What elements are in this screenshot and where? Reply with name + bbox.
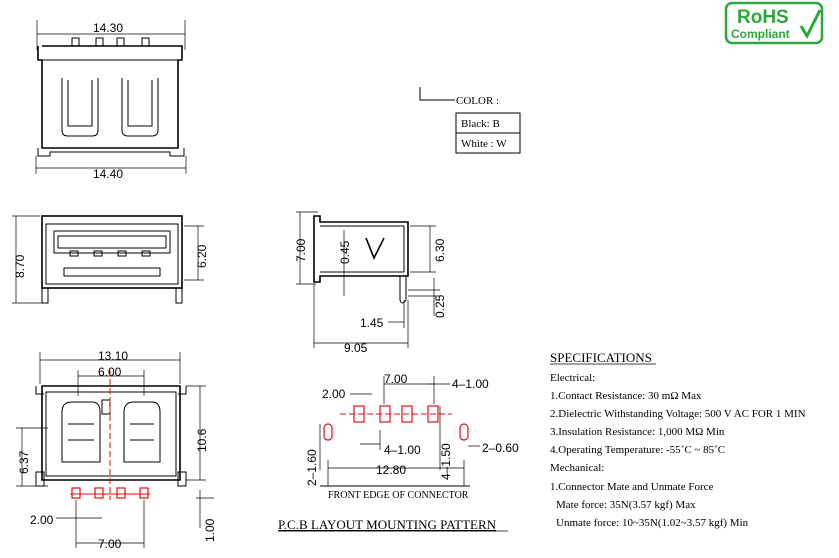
spec-electrical-4: 4.Operating Temperature: -55˚C ~ 85˚C xyxy=(550,444,725,456)
top-view: 14.30 14.40 xyxy=(35,20,187,181)
front-view: 8.70 6.20 xyxy=(12,215,209,304)
dim-front-height: 8.70 xyxy=(13,254,27,278)
spec-electrical-2: 2.Dielectric Withstanding Voltage: 500 V… xyxy=(550,408,806,420)
specs-heading: SPECIFICATIONS xyxy=(550,350,652,365)
dim-bottom-width: 14.40 xyxy=(93,167,123,181)
dim-side-depth: 9.05 xyxy=(344,341,368,355)
pcb-layout: 7.00 4–1.00 2.00 4–1.00 4–1.50 2–0.60 2–… xyxy=(278,372,519,532)
dim-side-right-height: 6.30 xyxy=(433,238,447,262)
rohs-text: RoHS xyxy=(737,7,789,28)
dim-front-inner-height: 6.20 xyxy=(195,244,209,268)
dim-top-width: 14.30 xyxy=(93,21,123,35)
pcb-dim-hole-left: 2–1.60 xyxy=(305,449,319,486)
dim-bottom-outer-width: 13.10 xyxy=(98,349,128,363)
color-legend: COLOR : Black: B White : W xyxy=(419,87,521,154)
pcb-dim-hole-right: 2–0.60 xyxy=(482,441,519,455)
pcb-front-edge-label: FRONT EDGE OF CONNECTOR xyxy=(328,490,469,501)
pcb-dim-span: 7.00 xyxy=(384,372,408,386)
pcb-dim-pitch: 2.00 xyxy=(322,387,346,401)
dim-side-pin: 0.25 xyxy=(433,294,447,318)
rohs-badge: RoHS Compliant xyxy=(724,1,824,45)
pcb-dim-pad-height: 4–1.50 xyxy=(439,443,453,480)
spec-mechanical-3: Unmate force: 10~35N(1.02~3.57 kgf) Min xyxy=(556,517,749,529)
dim-bottom-pin-offset: 1.00 xyxy=(203,518,217,542)
spec-electrical-1: 1.Contact Resistance: 30 mΩ Max xyxy=(550,390,702,402)
compliant-text: Compliant xyxy=(731,27,790,41)
pcb-dim-pad-mid: 4–1.00 xyxy=(384,443,421,457)
pcb-dim-pad-width: 4–1.00 xyxy=(452,377,489,391)
pcb-dim-total: 12.80 xyxy=(376,463,406,477)
dim-bottom-pin-span: 7.00 xyxy=(98,537,122,551)
side-view: 7.00 0.45 6.30 0.25 1.45 9.05 xyxy=(294,211,447,355)
dim-side-offset: 1.45 xyxy=(360,316,384,330)
check-icon xyxy=(799,9,822,40)
specs-electrical-title: Electrical: xyxy=(550,372,595,384)
color-option-white: White : W xyxy=(461,138,507,150)
bottom-view: 13.10 6.00 10.6 6.37 xyxy=(16,349,217,551)
dim-bottom-pin-pitch: 2.00 xyxy=(30,513,54,527)
spec-electrical-3: 3.Insulation Resistance: 1,000 MΩ Min xyxy=(550,426,725,438)
dim-side-gap: 0.45 xyxy=(338,240,352,264)
specifications: SPECIFICATIONS Electrical: 1.Contact Res… xyxy=(550,350,806,529)
color-option-black: Black: B xyxy=(461,118,500,130)
dim-bottom-height-right: 10.6 xyxy=(195,428,209,452)
color-title: COLOR : xyxy=(456,95,499,107)
spec-mechanical-1: 1.Connector Mate and Unmate Force xyxy=(550,481,714,493)
specs-mechanical-title: Mechanical: xyxy=(550,462,604,474)
spec-mechanical-2: Mate force: 35N(3.57 kgf) Max xyxy=(556,499,696,511)
pcb-title: P.C.B LAYOUT MOUNTING PATTERN xyxy=(278,517,497,532)
dim-bottom-height-left: 6.37 xyxy=(17,450,31,474)
dim-side-height: 7.00 xyxy=(294,238,308,262)
